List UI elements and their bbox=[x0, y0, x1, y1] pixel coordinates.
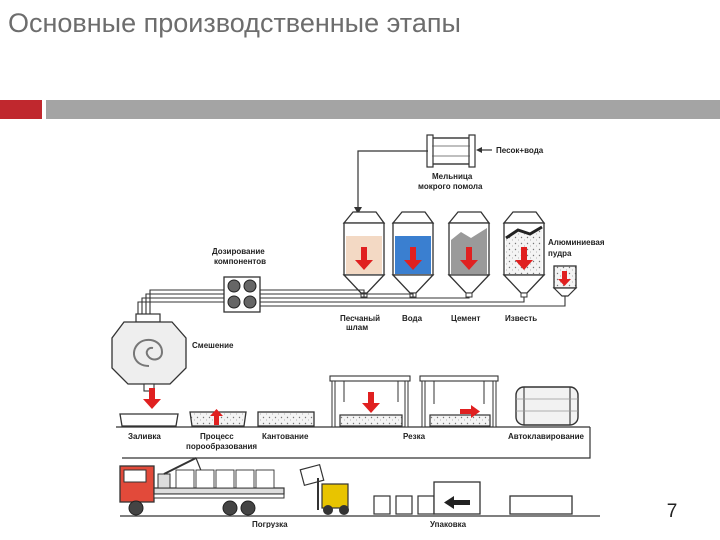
truck bbox=[119, 457, 285, 516]
silo-lime bbox=[502, 211, 546, 298]
dosing-label-line1: Дозирование bbox=[212, 247, 265, 256]
loading-label: Погрузка bbox=[252, 520, 288, 528]
forklift bbox=[299, 463, 349, 515]
mill-label-line1: Мельница bbox=[432, 172, 473, 181]
aluminium-label-line2: пудра bbox=[548, 249, 572, 258]
sand-water-label: Песок+вода bbox=[496, 146, 544, 155]
accent-bar-gray bbox=[46, 100, 720, 119]
return-line bbox=[122, 427, 591, 459]
packing-machine bbox=[433, 481, 573, 515]
production-diagram: Песок+вода Мельница мокрого помола bbox=[111, 134, 605, 528]
dosing-label-line2: компонентов bbox=[214, 257, 266, 266]
silo-cement bbox=[447, 211, 491, 298]
pore-forming-label-line1: Процесс bbox=[200, 432, 234, 441]
dosing-unit bbox=[223, 276, 261, 313]
cement-label: Цемент bbox=[451, 314, 480, 323]
mixing-label: Смешение bbox=[192, 341, 234, 350]
mold-pouring bbox=[119, 413, 179, 427]
packed-pallets bbox=[373, 495, 435, 515]
silo-water bbox=[391, 211, 435, 298]
mold-pore-forming bbox=[189, 409, 247, 427]
pore-forming-label-line2: порообразования bbox=[186, 442, 257, 451]
aluminium-powder-tank bbox=[552, 265, 578, 297]
mill-to-silo-line bbox=[357, 150, 428, 208]
cutting-label: Резка bbox=[403, 432, 426, 441]
page-number: 7 bbox=[666, 501, 678, 522]
slide-title: Основные производственные этапы bbox=[8, 8, 461, 38]
sand-slurry-label-line2: шлам bbox=[346, 323, 368, 332]
pouring-label: Заливка bbox=[128, 432, 161, 441]
cutting-station-2 bbox=[419, 375, 499, 428]
mixer bbox=[111, 313, 187, 392]
cutting-station bbox=[329, 375, 411, 428]
mold-tilting bbox=[257, 411, 315, 427]
autoclaving-label: Автоклавирование bbox=[508, 432, 585, 441]
sand-slurry-label-line1: Песчаный bbox=[340, 314, 380, 323]
aluminium-label-line1: Алюминиевая bbox=[548, 238, 605, 247]
lime-label: Известь bbox=[505, 314, 537, 323]
silo-sand bbox=[342, 211, 386, 298]
packing-label: Упаковка bbox=[430, 520, 467, 528]
mill-label-line2: мокрого помола bbox=[418, 182, 483, 191]
tilting-label: Кантование bbox=[262, 432, 309, 441]
mill bbox=[426, 134, 476, 168]
autoclave bbox=[515, 386, 579, 426]
water-label: Вода bbox=[402, 314, 423, 323]
mixer-down-arrow bbox=[143, 388, 161, 409]
accent-bar-red bbox=[0, 100, 42, 119]
